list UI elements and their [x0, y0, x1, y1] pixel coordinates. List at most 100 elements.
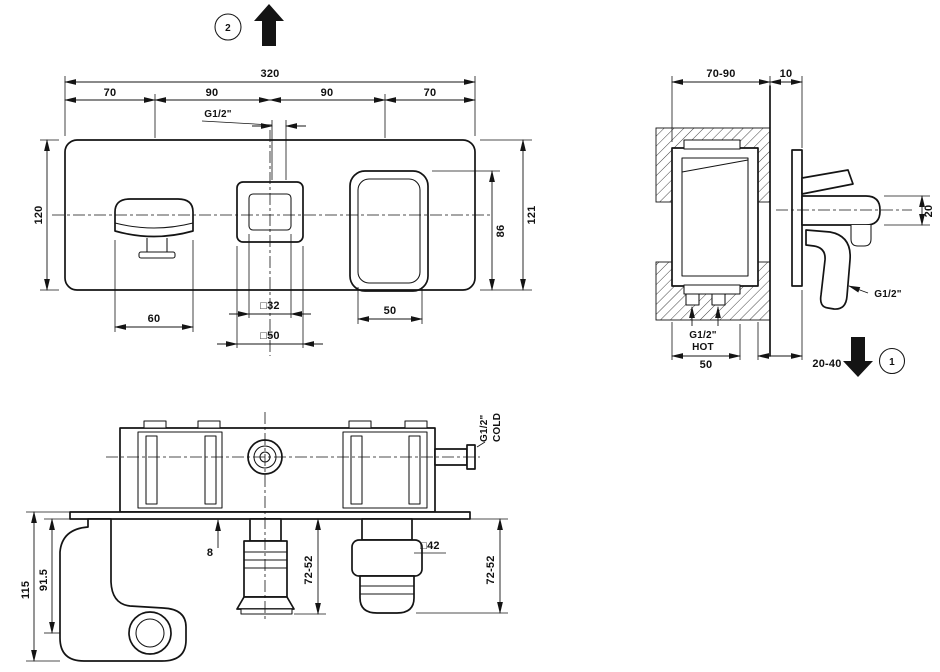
- dim-bottom-plate-thickness: 8: [207, 519, 221, 559]
- front-view-dimensions: 320 70 90 90 70 G1/2" 120: [33, 68, 538, 348]
- side-spout-outlet: [850, 225, 872, 247]
- up-direction-arrow: [254, 4, 284, 46]
- dim-bottom-handle-center: 91.5: [38, 518, 70, 634]
- front-right-plate-inner: [357, 178, 421, 284]
- bottom-spout-body: [243, 540, 288, 598]
- side-roughin-tab-bottom: [683, 284, 741, 295]
- dim-bottom-spout-drop: 72-52: [294, 518, 326, 615]
- dim-side-body-depth: 50: [671, 322, 741, 371]
- bottom-spout-stem: [249, 518, 282, 542]
- dim-side-spout-height-label: 20: [923, 205, 935, 218]
- dim-bottom-handle-square-label: □42: [420, 540, 439, 552]
- dim-front-plate-height: 86: [432, 170, 507, 291]
- bottom-spout-base: [240, 608, 293, 615]
- dim-side-adjust-range: 20-40: [757, 290, 841, 370]
- dim-front-overall-height-label: 121: [526, 206, 538, 225]
- label-side-hot: HOT: [692, 342, 714, 353]
- dim-front-spout-thread: G1/2": [201, 109, 306, 180]
- label-side-hot-thread: G1/2": [689, 330, 716, 341]
- dim-front-handle-width: 60: [114, 240, 194, 332]
- bottom-right-slot-1: [350, 435, 363, 505]
- front-left-handle: [114, 198, 194, 238]
- dim-side-spout-height: 20: [884, 195, 935, 226]
- bottom-tab-4: [404, 420, 428, 429]
- dim-side-recess-depth: 70-90: [671, 68, 771, 142]
- side-roughin-diagonal: [681, 159, 749, 173]
- dim-side-adjust-range-label: 20-40: [812, 358, 841, 370]
- dim-front-seg4-label: 70: [424, 87, 437, 99]
- bottom-view-dimensions: G1/2" COLD 115 91.5 8 72-52 □42: [20, 413, 508, 662]
- dim-front-seg2-label: 90: [206, 87, 219, 99]
- bottom-mounting-plate: [69, 511, 471, 520]
- dim-front-height-left: 120: [33, 139, 59, 291]
- bottom-right-slot-2: [408, 435, 421, 505]
- label-bottom-cold-group: G1/2" COLD: [476, 413, 503, 448]
- callout-2-label: 2: [225, 23, 231, 34]
- dim-bottom-overall-drop-label: 115: [20, 581, 32, 599]
- dim-bottom-handle-square: □42: [414, 540, 446, 554]
- side-roughin-tab-top: [683, 139, 741, 150]
- side-trim-plate: [791, 149, 803, 287]
- side-roughin-inner: [681, 157, 749, 277]
- dim-side-plate-offset-label: 10: [780, 68, 793, 80]
- dim-bottom-spout-drop-label: 72-52: [303, 555, 315, 584]
- callout-1-label: 1: [889, 357, 895, 368]
- bottom-body: [119, 427, 436, 513]
- side-spout: [801, 195, 881, 226]
- dim-front-handle-width-label: 60: [148, 313, 161, 325]
- bottom-left-slot-2: [204, 435, 217, 505]
- side-view-dimensions: 70-90 10 20 G1/2" HOT G1/2" 50: [671, 68, 935, 371]
- dim-front-seg1-label: 70: [104, 87, 117, 99]
- callout-1: 1: [878, 347, 906, 375]
- dim-side-body-depth-label: 50: [700, 359, 713, 371]
- dim-front-plate-inner-width: 50: [357, 287, 423, 324]
- down-direction-arrow: [843, 337, 873, 377]
- front-view: [52, 130, 490, 356]
- front-left-handle-inner: [114, 222, 194, 229]
- dim-front-spout-inner-square-label: □32: [260, 300, 279, 312]
- dim-front-spout-outer-square-label: □50: [260, 330, 279, 342]
- callout-2-circle: [214, 13, 242, 41]
- dim-front-seg3-label: 90: [321, 87, 334, 99]
- front-left-handle-base: [138, 251, 176, 259]
- front-left-handle-stem: [146, 238, 168, 253]
- label-side-outlet-thread: G1/2": [874, 289, 901, 300]
- bottom-handle-bracket: [59, 518, 187, 662]
- dim-bottom-overall-drop: 115: [20, 511, 70, 662]
- label-bottom-cold: COLD: [492, 413, 503, 442]
- dim-side-plate-offset: 10: [769, 68, 803, 148]
- dim-front-plate-inner-width-label: 50: [384, 305, 397, 317]
- side-view: [655, 85, 912, 357]
- bottom-tab-3: [348, 420, 372, 429]
- side-roughin-box: [671, 147, 759, 287]
- dim-bottom-plate-thickness-label: 8: [207, 547, 213, 559]
- label-side-outlet-group: G1/2": [848, 285, 902, 300]
- bottom-handle-knob-outer: [128, 611, 172, 655]
- bottom-right-cartridge: [342, 431, 428, 509]
- bottom-view: [59, 412, 480, 662]
- dim-side-recess-depth-label: 70-90: [706, 68, 735, 80]
- dim-front-total-width: 320: [64, 68, 476, 136]
- dim-front-total-width-label: 320: [261, 68, 280, 80]
- dim-front-plate-height-label: 86: [495, 225, 507, 238]
- dim-front-spout-outer-square: □50: [217, 246, 323, 348]
- callout-1-circle: [878, 347, 906, 375]
- dim-bottom-handle-drop: 72-52: [416, 518, 508, 614]
- dim-front-spout-inner-square: □32: [229, 234, 311, 318]
- front-right-plate: [349, 170, 429, 292]
- bottom-spout-flare: [236, 596, 295, 610]
- callout-2: 2: [214, 13, 242, 41]
- dim-bottom-handle-drop-label: 72-52: [485, 555, 497, 584]
- dim-front-overall-height: 121: [480, 139, 538, 291]
- dim-front-height-left-label: 120: [33, 206, 45, 225]
- side-hot-inlet-stub-left: [685, 293, 700, 306]
- bottom-tab-2: [197, 420, 221, 429]
- bottom-right-handle-body: [351, 539, 423, 577]
- bottom-left-cartridge: [137, 431, 223, 509]
- front-spout-outer-square: [236, 181, 304, 243]
- dim-front-spout-thread-label: G1/2": [204, 109, 231, 120]
- bottom-left-slot-1: [145, 435, 158, 505]
- label-bottom-cold-thread: G1/2": [479, 415, 490, 442]
